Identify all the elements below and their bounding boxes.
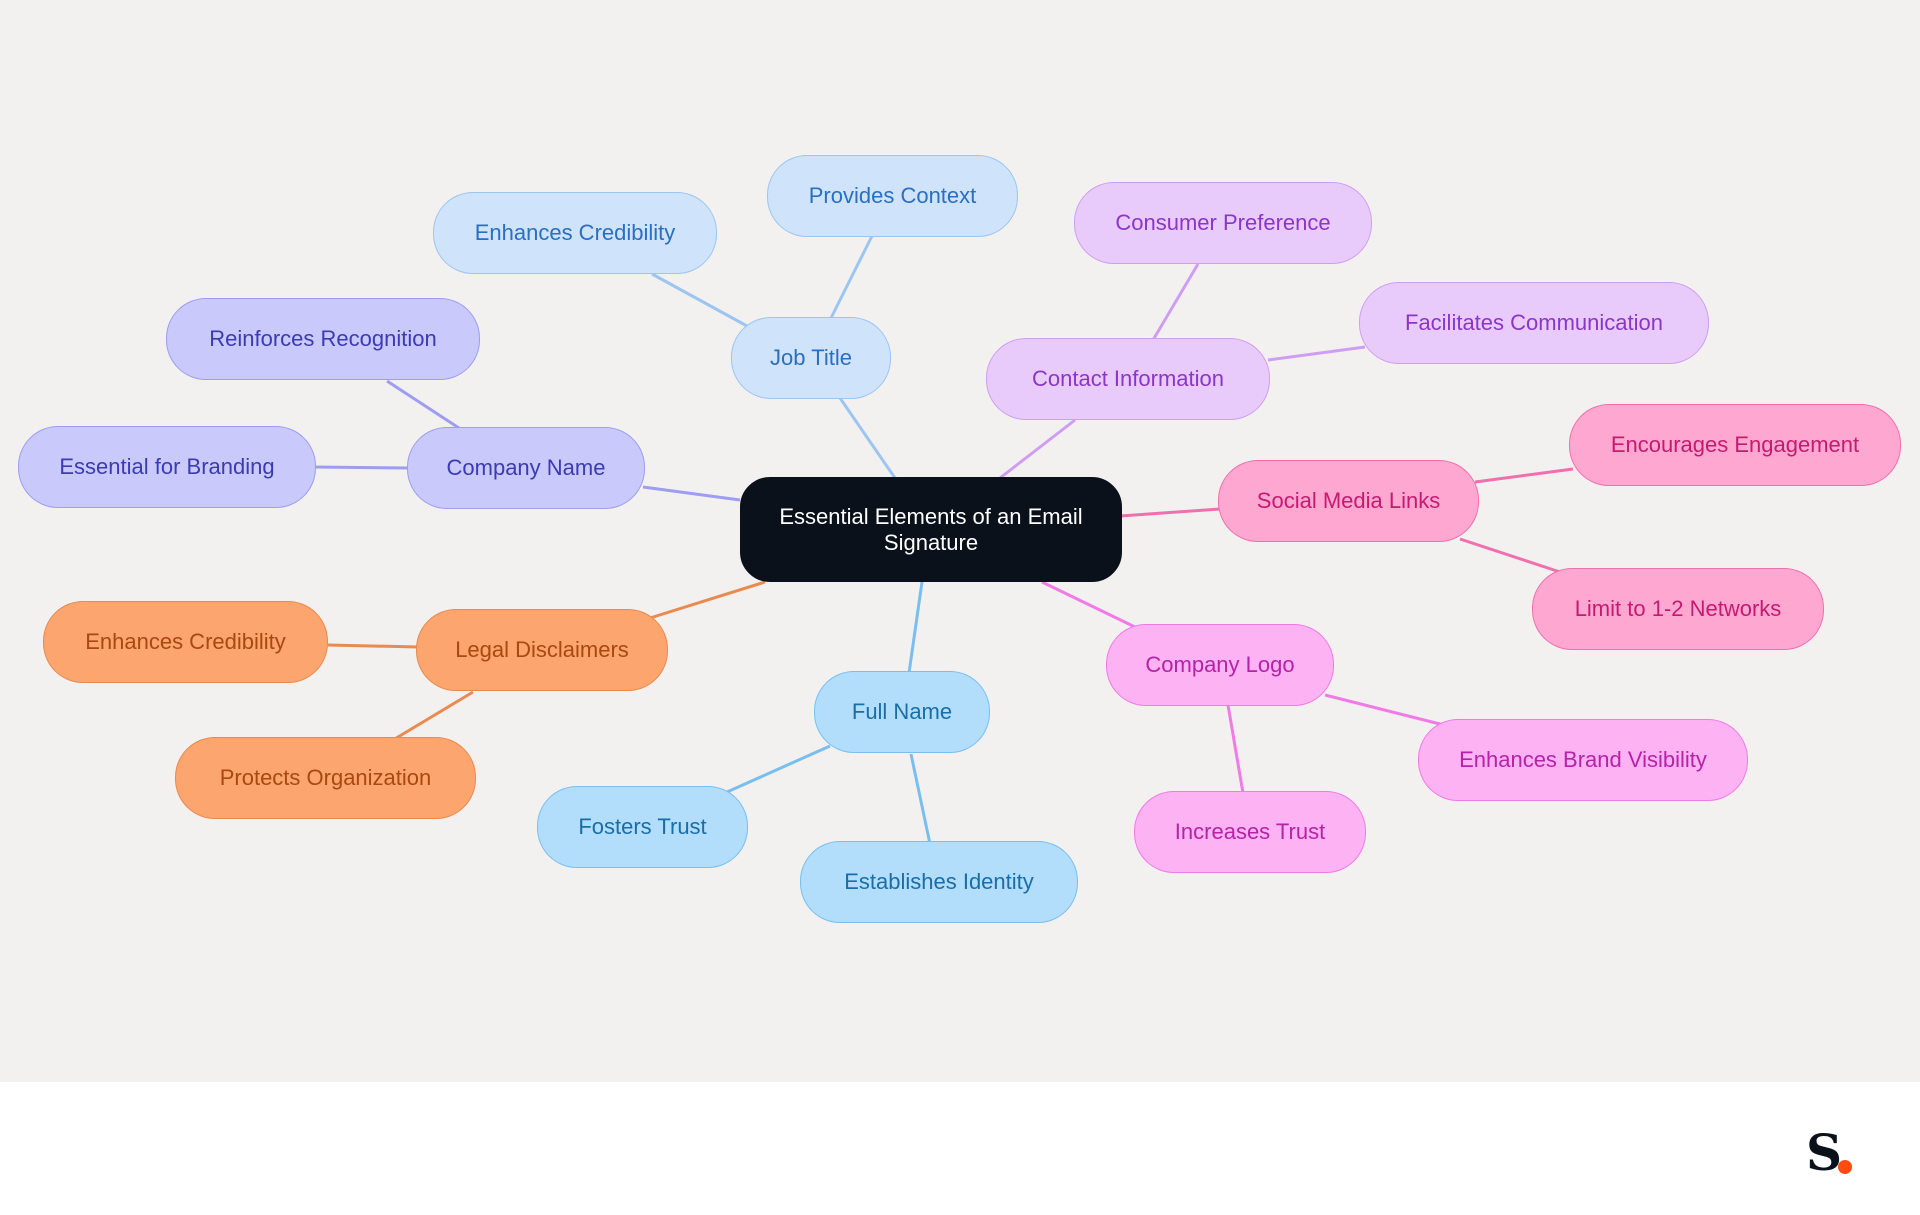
leaf-limit-networks: Limit to 1-2 Networks xyxy=(1532,568,1824,650)
edge-legal-protects-organization xyxy=(392,690,474,742)
root-node: Essential Elements of an Email Signature xyxy=(740,477,1122,582)
edge-logo-brand-visibility xyxy=(1324,693,1441,726)
edge-logo-increases-trust xyxy=(1226,704,1245,794)
leaf-establishes-identity: Establishes Identity xyxy=(800,841,1078,923)
edge-root-contact-information xyxy=(999,418,1076,480)
branch-contact-information: Contact Information xyxy=(986,338,1270,420)
edge-root-legal-disclaimers xyxy=(649,580,766,620)
branch-full-name: Full Name xyxy=(814,671,990,753)
edge-social-limit-networks xyxy=(1459,537,1561,574)
leaf-fosters-trust: Fosters Trust xyxy=(537,786,748,868)
leaf-provides-context: Provides Context xyxy=(767,155,1018,237)
leaf-essential-branding: Essential for Branding xyxy=(18,426,316,508)
edge-contact-facilitates-communication xyxy=(1267,345,1366,362)
leaf-enhances-credibility-job: Enhances Credibility xyxy=(433,192,717,274)
branch-company-name: Company Name xyxy=(407,427,645,509)
branch-legal-disclaimers: Legal Disclaimers xyxy=(416,609,668,691)
mindmap-canvas: Essential Elements of an Email Signature… xyxy=(0,0,1920,1082)
edge-contact-consumer-preference xyxy=(1151,263,1200,341)
edge-root-full-name xyxy=(907,581,924,674)
edge-root-company-name xyxy=(642,485,741,502)
leaf-enhances-brand-visibility: Enhances Brand Visibility xyxy=(1418,719,1748,801)
branch-social-media-links: Social Media Links xyxy=(1218,460,1479,542)
brand-letter: S xyxy=(1806,1123,1843,1182)
branch-job-title: Job Title xyxy=(731,317,891,399)
leaf-increases-trust: Increases Trust xyxy=(1134,791,1366,873)
edge-legal-enhances-credibility xyxy=(327,643,419,649)
connector-layer xyxy=(313,235,1574,845)
brand-dot-icon xyxy=(1838,1160,1852,1174)
brand-logo: S xyxy=(1800,1128,1870,1178)
leaf-encourages-engagement: Encourages Engagement xyxy=(1569,404,1901,486)
edge-root-social-media-links xyxy=(1119,507,1221,518)
leaf-protects-organization: Protects Organization xyxy=(175,737,476,819)
leaf-facilitates-communication: Facilitates Communication xyxy=(1359,282,1709,364)
leaf-reinforces-recognition: Reinforces Recognition xyxy=(166,298,480,380)
edge-root-job-title xyxy=(838,397,897,479)
leaf-consumer-preference: Consumer Preference xyxy=(1074,182,1372,264)
edge-root-company-logo xyxy=(1041,580,1136,629)
edge-job-title-provides-context xyxy=(829,235,874,319)
edge-full-name-fosters-trust xyxy=(726,744,831,794)
edge-company-name-reinforces-recognition xyxy=(386,379,463,432)
edge-company-name-essential-branding xyxy=(313,465,409,470)
branch-company-logo: Company Logo xyxy=(1106,624,1334,706)
leaf-enhances-credibility-legal: Enhances Credibility xyxy=(43,601,328,683)
edge-job-title-enhances-credibility xyxy=(651,272,748,328)
edge-social-encourages-engagement xyxy=(1474,467,1574,484)
edge-full-name-establishes-identity xyxy=(909,753,932,845)
